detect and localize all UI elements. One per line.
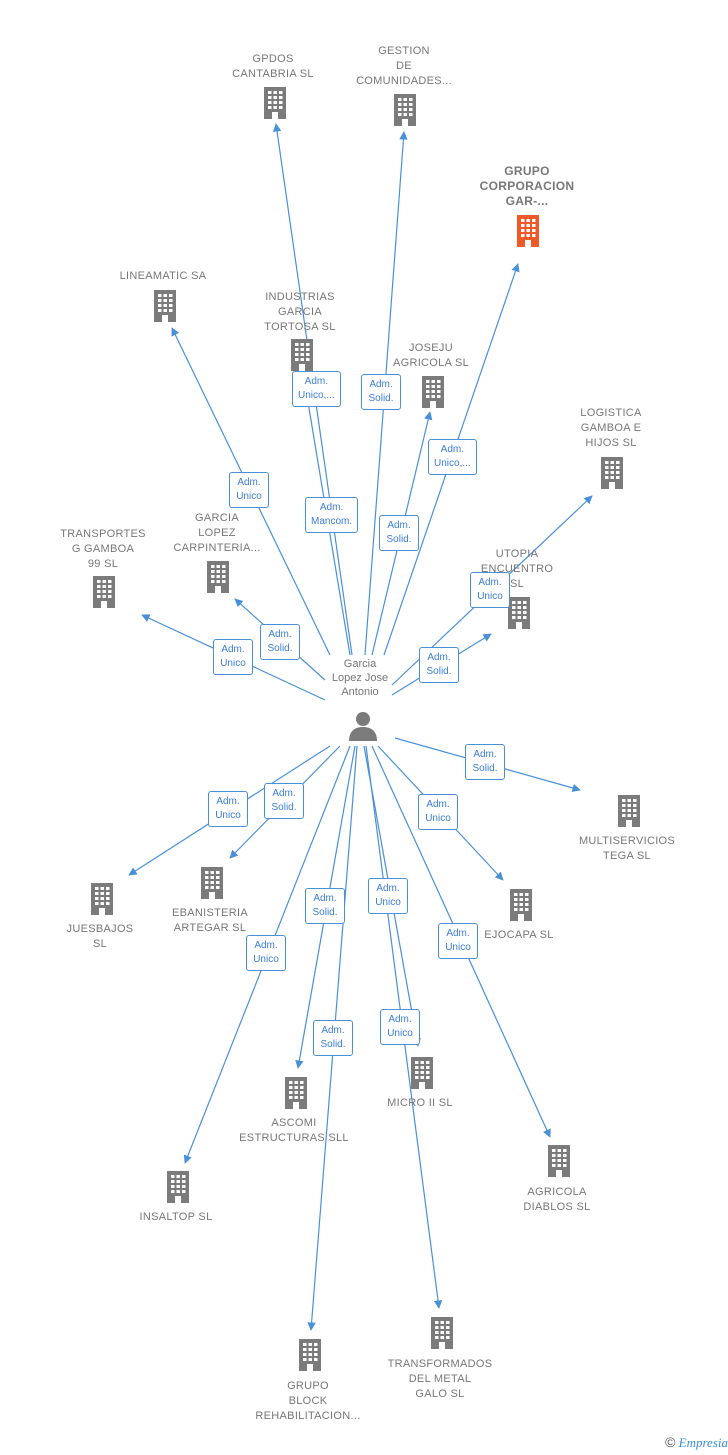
edge-role-badge-ebanisteria[interactable]: Adm. Solid. [264,783,304,819]
building-icon [287,337,317,373]
edge-role-badge-logistica[interactable]: Adm. Unico [470,572,510,608]
company-label: EJOCAPA SL [484,929,554,941]
company-label: TRANSFORMADOS DEL METAL GALO SL [387,1358,493,1400]
edge-role-badge-lineamatic[interactable]: Adm. Unico [229,472,269,508]
edge-role-badge-utopia[interactable]: Adm. Solid. [419,647,459,683]
building-icon [427,1315,457,1351]
edge-role-badge-grupo-corp[interactable]: Adm. Unico,... [428,439,477,475]
edge-role-badge-industrias[interactable]: Adm. Unico,... [292,371,341,407]
building-icon [513,213,543,249]
edge-role-badge-micro[interactable]: Adm. Unico [368,878,408,914]
company-label: GRUPO BLOCK REHABILITACION... [255,1380,361,1422]
company-label: JOSEJU AGRICOLA SL [392,342,470,369]
building-icon [197,865,227,901]
footer-brand: © Empresia [665,1434,728,1451]
building-icon [504,595,534,631]
building-icon [390,92,420,128]
building-icon [87,881,117,917]
company-label: INSALTOP SL [139,1211,213,1223]
building-icon [597,455,627,491]
edge-role-badge-grupo-block[interactable]: Adm. Solid. [313,1020,353,1056]
edge-role-badge-gpdos[interactable]: Adm. Mancom. [305,497,359,533]
copyright-symbol: © [665,1434,676,1450]
building-icon [544,1143,574,1179]
building-icon [281,1075,311,1111]
company-label: AGRICOLA DIABLOS SL [523,1186,591,1213]
building-icon [150,288,180,324]
company-label: GARCIA LOPEZ CARPINTERIA... [173,512,261,554]
company-label: GPDOS CANTABRIA SL [232,53,314,80]
company-label: LINEAMATIC SA [119,270,207,282]
edge-role-badge-garcia-lopez[interactable]: Adm. Solid. [260,624,300,660]
building-icon [89,574,119,610]
building-icon [260,85,290,121]
company-label: GESTION DE COMUNIDADES... [356,45,452,87]
edge-role-badge-ascomi[interactable]: Adm. Solid. [305,888,345,924]
company-label: UTOPIA ENCUENTRO SL [480,548,554,590]
building-icon [407,1055,437,1091]
building-icon [506,887,536,923]
edge-role-badge-gestion[interactable]: Adm. Solid. [361,374,401,410]
building-icon [418,374,448,410]
company-label: INDUSTRIAS GARCIA TORTOSA SL [264,291,336,333]
company-label: JUESBAJOS SL [66,923,134,950]
building-icon [203,559,233,595]
company-label: TRANSPORTES G GAMBOA 99 SL [60,528,146,570]
company-label: MULTISERVICIOS TEGA SL [578,835,676,862]
building-icon [295,1337,325,1373]
building-icon [614,793,644,829]
company-label: EBANISTERIA ARTEGAR SL [171,907,249,934]
edge-role-badge-agricola-diablos[interactable]: Adm. Unico [438,923,478,959]
edge-role-badge-transformados[interactable]: Adm. Unico [380,1009,420,1045]
building-icon [163,1169,193,1205]
person-icon [349,712,377,741]
edge-role-badge-ejocapa[interactable]: Adm. Unico [418,794,458,830]
company-label: LOGISTICA GAMBOA E HIJOS SL [580,407,642,449]
brand-name: Empresia [678,1435,728,1450]
company-label: MICRO II SL [387,1097,453,1109]
edge-role-badge-joseju[interactable]: Adm. Solid. [379,515,419,551]
edge-role-badge-juesbajos[interactable]: Adm. Unico [208,791,248,827]
person-name: Garcia Lopez Jose Antonio [331,658,389,698]
edge-role-badge-insaltop[interactable]: Adm. Unico [246,935,286,971]
company-label: GRUPO CORPORACION GAR-... [479,164,575,208]
edge-role-badge-transportes[interactable]: Adm. Unico [213,639,253,675]
company-label: ASCOMI ESTRUCTURAS SLL [239,1117,349,1144]
edge-role-badge-multiservicios[interactable]: Adm. Solid. [465,744,505,780]
